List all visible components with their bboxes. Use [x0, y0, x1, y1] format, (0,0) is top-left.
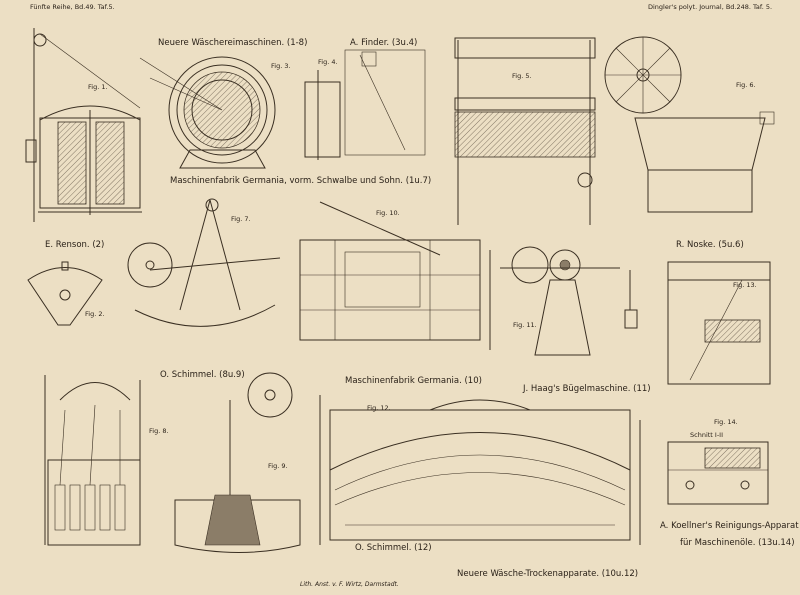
caption-trocken: Neuere Wäsche-Trockenapparate. (10u.12): [457, 569, 639, 579]
caption-koellner-1: A. Koellner's Reinigungs-Apparat: [660, 521, 799, 531]
caption-neuere-waesche: Neuere Wäschereimaschinen. (1-8): [158, 38, 308, 48]
fig8-drawing: [44, 375, 141, 546]
fig-3-label: Fig. 3.: [271, 62, 291, 70]
fig-8-label: Fig. 8.: [149, 427, 169, 435]
header-right: Dingler's polyt. Journal, Bd.248. Taf. 5…: [648, 3, 773, 11]
caption-schnitt: Schnitt I-II: [690, 431, 724, 439]
fig5-drawing: [454, 37, 596, 225]
caption-koellner-2: für Maschinenöle. (13u.14): [680, 538, 795, 548]
fig11-drawing: [500, 246, 638, 356]
fig1-drawing: [25, 28, 142, 222]
lithographer-credit: Lith. Anst. v. F. Wirtz, Darmstadt.: [300, 581, 399, 588]
fig12-drawing: [319, 395, 641, 545]
fig-1-label: Fig. 1.: [88, 83, 108, 91]
caption-germania-schwalbe: Maschinenfabrik Germania, vorm. Schwalbe…: [170, 176, 432, 186]
fig-12-label: Fig. 12.: [367, 404, 391, 412]
fig9-drawing: [174, 372, 301, 553]
caption-finder: A. Finder. (3u.4): [350, 38, 418, 48]
fig-9-label: Fig. 9.: [268, 462, 288, 470]
fig-10-label: Fig. 10.: [376, 209, 400, 217]
fig-13-label: Fig. 13.: [733, 281, 757, 289]
fig2-drawing: [27, 261, 103, 326]
caption-schimmel-8-9: O. Schimmel. (8u.9): [160, 370, 245, 380]
fig7-drawing: [127, 198, 281, 327]
caption-haag: J. Haag's Bügelmaschine. (11): [523, 384, 651, 394]
fig13-drawing: [667, 261, 771, 385]
caption-noske: R. Noske. (5u.6): [676, 240, 744, 250]
caption-renson: E. Renson. (2): [45, 240, 105, 250]
caption-germania-10: Maschinenfabrik Germania. (10): [345, 376, 482, 386]
fig4-drawing: [304, 49, 426, 160]
fig-7-label: Fig. 7.: [231, 215, 251, 223]
fig-14-label: Fig. 14.: [714, 418, 738, 426]
fig10-drawing: [299, 201, 491, 350]
header-left: Fünfte Reihe, Bd.49. Taf.5.: [30, 3, 115, 11]
fig6-drawing: [604, 36, 775, 213]
fig3-drawing: [139, 56, 276, 169]
fig-6-label: Fig. 6.: [736, 81, 756, 89]
fig-5-label: Fig. 5.: [512, 72, 532, 80]
fig-2-label: Fig. 2.: [85, 310, 105, 318]
fig-4-label: Fig. 4.: [318, 58, 338, 66]
caption-schimmel-12: O. Schimmel. (12): [355, 543, 432, 553]
fig14-drawing: [667, 441, 769, 505]
fig-11-label: Fig. 11.: [513, 321, 537, 329]
